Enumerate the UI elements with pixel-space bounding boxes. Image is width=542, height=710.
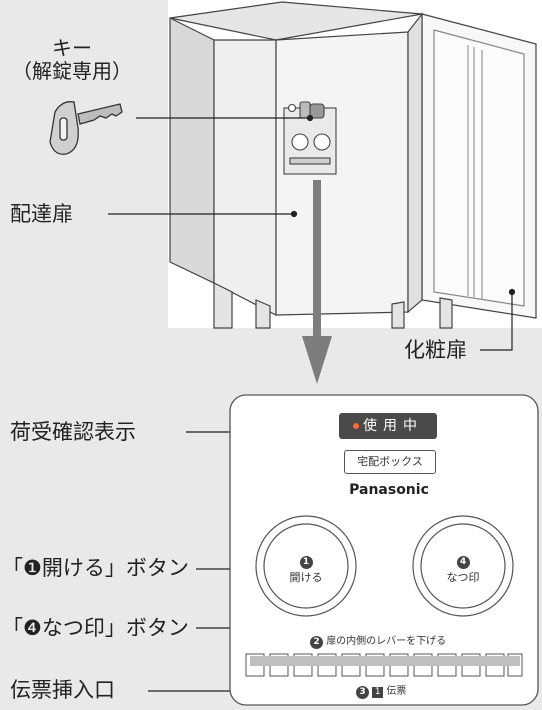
slip-sub-number: 1: [372, 687, 384, 698]
key-label: キー （解錠専用）: [12, 37, 132, 83]
stamp-button[interactable]: 4 なつ印: [433, 554, 493, 585]
receipt-indicator-label: 荷受確認表示: [10, 420, 136, 444]
slip-step-number: 3: [356, 686, 369, 699]
lever-step-number: 2: [310, 636, 323, 649]
slip-slot-label: 伝票挿入口: [10, 678, 115, 702]
lever-instruction-text: 扉の内側のレバーを下げる: [326, 636, 447, 647]
status-badge-text: 使用中: [363, 418, 423, 434]
product-name-box: 宅配ボックス: [344, 450, 436, 474]
open-button-text: 開ける: [289, 571, 323, 584]
decorative-door-label: 化粧扉: [404, 338, 467, 362]
open-button-label: 「❶開ける」ボタン: [2, 556, 189, 580]
delivery-door-label: 配達扉: [10, 202, 73, 226]
cabinet-legs: [213, 282, 453, 329]
delivery-box-cabinet: [169, 1, 537, 319]
slip-caption: 3 1 伝票: [356, 682, 406, 699]
stamp-button-text: なつ印: [446, 571, 480, 584]
key-icon: [49, 101, 123, 155]
arrow-down-icon: [302, 180, 332, 384]
slip-slot: [245, 653, 523, 677]
key-label-line1: キー: [52, 36, 92, 60]
stamp-button-label: 「❹なつ印」ボタン: [2, 616, 189, 640]
status-badge: 使用中: [339, 413, 437, 439]
brand-logo: Panasonic: [349, 482, 429, 498]
lever-instruction: 2 扉の内側のレバーを下げる: [310, 632, 446, 649]
control-panel-frame: [229, 394, 539, 706]
stamp-button-number: 4: [456, 556, 470, 569]
slip-caption-text: 伝票: [386, 686, 407, 697]
open-button[interactable]: 1 開ける: [276, 554, 336, 585]
status-dot-icon: [353, 423, 359, 429]
key-label-line2: （解錠専用）: [12, 59, 132, 83]
open-button-number: 1: [299, 556, 313, 569]
lock-plate: [283, 101, 337, 175]
